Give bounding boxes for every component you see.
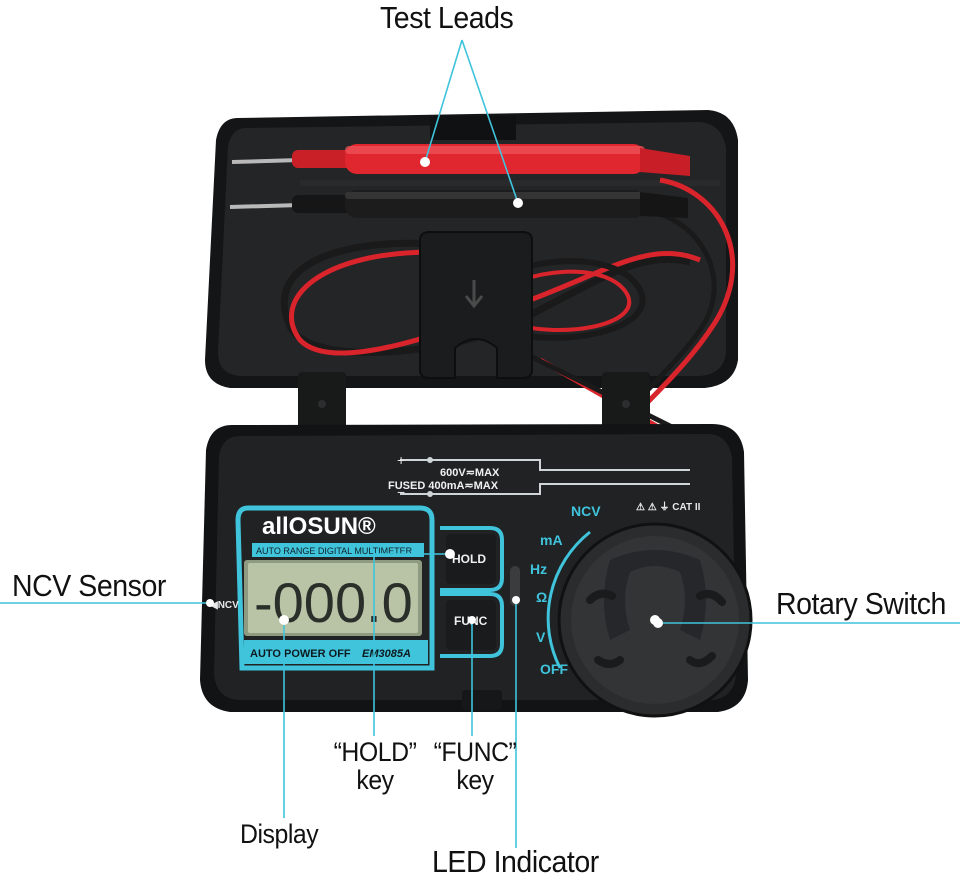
jack-rating-voltage: 600V≂MAX xyxy=(440,467,500,479)
callout-func-key: “FUNC” key xyxy=(424,738,525,795)
callout-rotary-switch: Rotary Switch xyxy=(776,586,946,621)
lead-clip xyxy=(419,231,533,379)
led-indicator xyxy=(510,566,520,606)
brand-logo: allOSUN® xyxy=(262,513,376,540)
jack-minus-label: − xyxy=(397,484,405,500)
func-button[interactable]: FUNC xyxy=(440,592,504,658)
callout-display: Display xyxy=(240,819,319,849)
red-probe xyxy=(231,144,690,176)
callout-hold-key-line2: key xyxy=(356,765,394,796)
callout-test-leads: Test Leads xyxy=(380,0,514,35)
dial-scale: NCV mA Hz Ω V OFF xyxy=(530,503,601,677)
cat-rating-label: ⚠ ⚠ ⏚ CAT II xyxy=(636,501,701,513)
callout-func-key-line2: key xyxy=(456,765,494,796)
callout-hold-key-line1: “HOLD” xyxy=(333,737,417,767)
callout-dots xyxy=(206,157,663,628)
callout-hold-key: “HOLD” key xyxy=(324,738,425,795)
auto-power-off-label: AUTO POWER OFF xyxy=(250,648,351,660)
dial-label-ohm: Ω xyxy=(536,589,547,605)
dial-label-ncv: NCV xyxy=(571,503,601,519)
hinge xyxy=(298,372,650,434)
bottom-latch xyxy=(462,690,502,710)
callout-ncv-sensor: NCV Sensor xyxy=(12,568,166,603)
lcd-reading: -000.0 xyxy=(254,571,413,634)
callout-lines xyxy=(0,39,960,848)
dial-label-volt: V xyxy=(536,629,546,645)
dial-label-off: OFF xyxy=(540,661,568,677)
model-label: EM3085A xyxy=(362,648,411,660)
callout-led-indicator: LED Indicator xyxy=(432,844,599,879)
display-frame: allOSUN® AUTO RANGE DIGITAL MULTIMETER -… xyxy=(235,505,435,671)
dial-label-ma: mA xyxy=(540,532,563,548)
device-subtitle: AUTO RANGE DIGITAL MULTIMETER xyxy=(256,546,413,556)
black-probe xyxy=(229,190,688,218)
hold-button-label: HOLD xyxy=(452,552,486,566)
jack-rating-current: FUSED 400mA≂MAX xyxy=(388,480,499,492)
dial-label-hz: Hz xyxy=(530,561,547,577)
jack-plus-label: + xyxy=(397,452,405,468)
callout-func-key-line1: “FUNC” xyxy=(433,737,517,767)
hold-button[interactable]: HOLD xyxy=(440,526,504,592)
ncv-side-label: ◀NCV xyxy=(209,600,239,611)
jack-panel: + − 600V≂MAX FUSED 400mA≂MAX ⚠ ⚠ ⏚ CAT I… xyxy=(388,452,701,513)
